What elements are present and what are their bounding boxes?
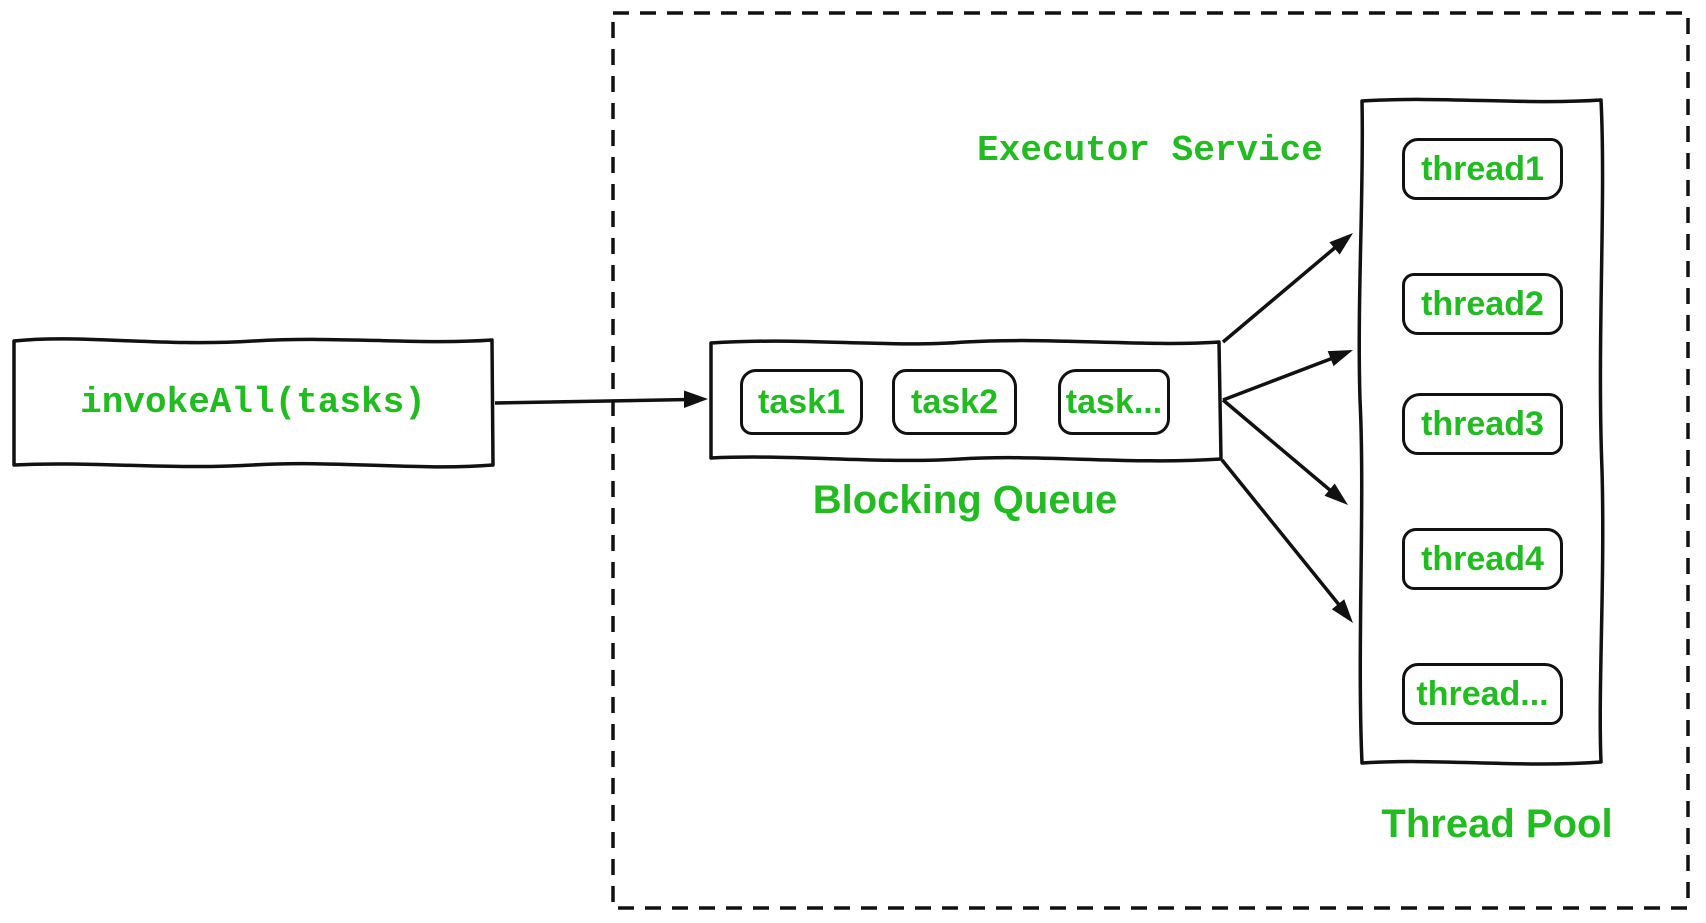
task-box-2: task2 — [892, 369, 1017, 435]
thread-box-1: thread1 — [1402, 138, 1563, 200]
thread-pool-label: Thread Pool — [1381, 801, 1613, 846]
invoke-box-label: invokeAll(tasks) — [80, 382, 426, 423]
thread-box-3: thread3 — [1402, 393, 1563, 455]
thread-box-4: thread4 — [1402, 528, 1563, 590]
task-box-1: task1 — [740, 369, 863, 435]
invoke-box-outline — [12, 337, 495, 469]
thread-box-5: thread... — [1402, 663, 1563, 725]
executor-service-title: Executor Service — [977, 129, 1323, 171]
fan-arrow-3 — [1221, 398, 1348, 505]
fan-arrow-2 — [1222, 350, 1353, 402]
fan-arrow-4 — [1220, 458, 1353, 623]
thread-box-2: thread2 — [1402, 273, 1563, 335]
executor-service-dashed-border — [611, 11, 1690, 910]
blocking-queue-label: Blocking Queue — [812, 477, 1118, 522]
arrow-invoke-to-queue — [494, 390, 708, 408]
task-box-3: task... — [1058, 369, 1170, 435]
fan-arrow-1 — [1221, 233, 1353, 344]
